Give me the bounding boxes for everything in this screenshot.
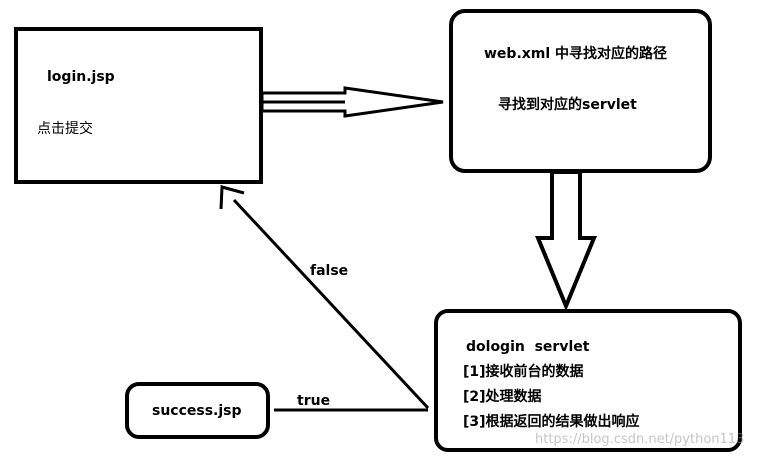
dologin-step-1: [1]接收前台的数据 (463, 364, 584, 380)
watermark-text: https://blog.csdn.net/python113 (535, 432, 745, 447)
login-jsp-title: login.jsp (47, 69, 115, 85)
success-jsp-node (125, 382, 270, 439)
webxml-node (449, 9, 712, 173)
login-jsp-subtitle: 点击提交 (37, 121, 93, 137)
webxml-line1: web.xml 中寻找对应的路径 (484, 46, 668, 62)
dologin-step-2: [2]处理数据 (463, 389, 542, 405)
arrow-webxml-to-dologin (535, 170, 597, 312)
arrow-login-to-webxml (260, 86, 444, 118)
dologin-title: dologin servlet (466, 339, 590, 355)
true-edge-label: true (297, 393, 331, 409)
success-jsp-title: success.jsp (152, 403, 242, 419)
webxml-line2: 寻找到对应的servlet (498, 97, 637, 113)
dologin-step-3: [3]根据返回的结果做出响应 (463, 414, 640, 430)
dologin-servlet-node (434, 309, 742, 452)
false-edge-label: false (310, 263, 349, 279)
login-jsp-node (14, 27, 263, 184)
arrow-false (219, 185, 430, 410)
